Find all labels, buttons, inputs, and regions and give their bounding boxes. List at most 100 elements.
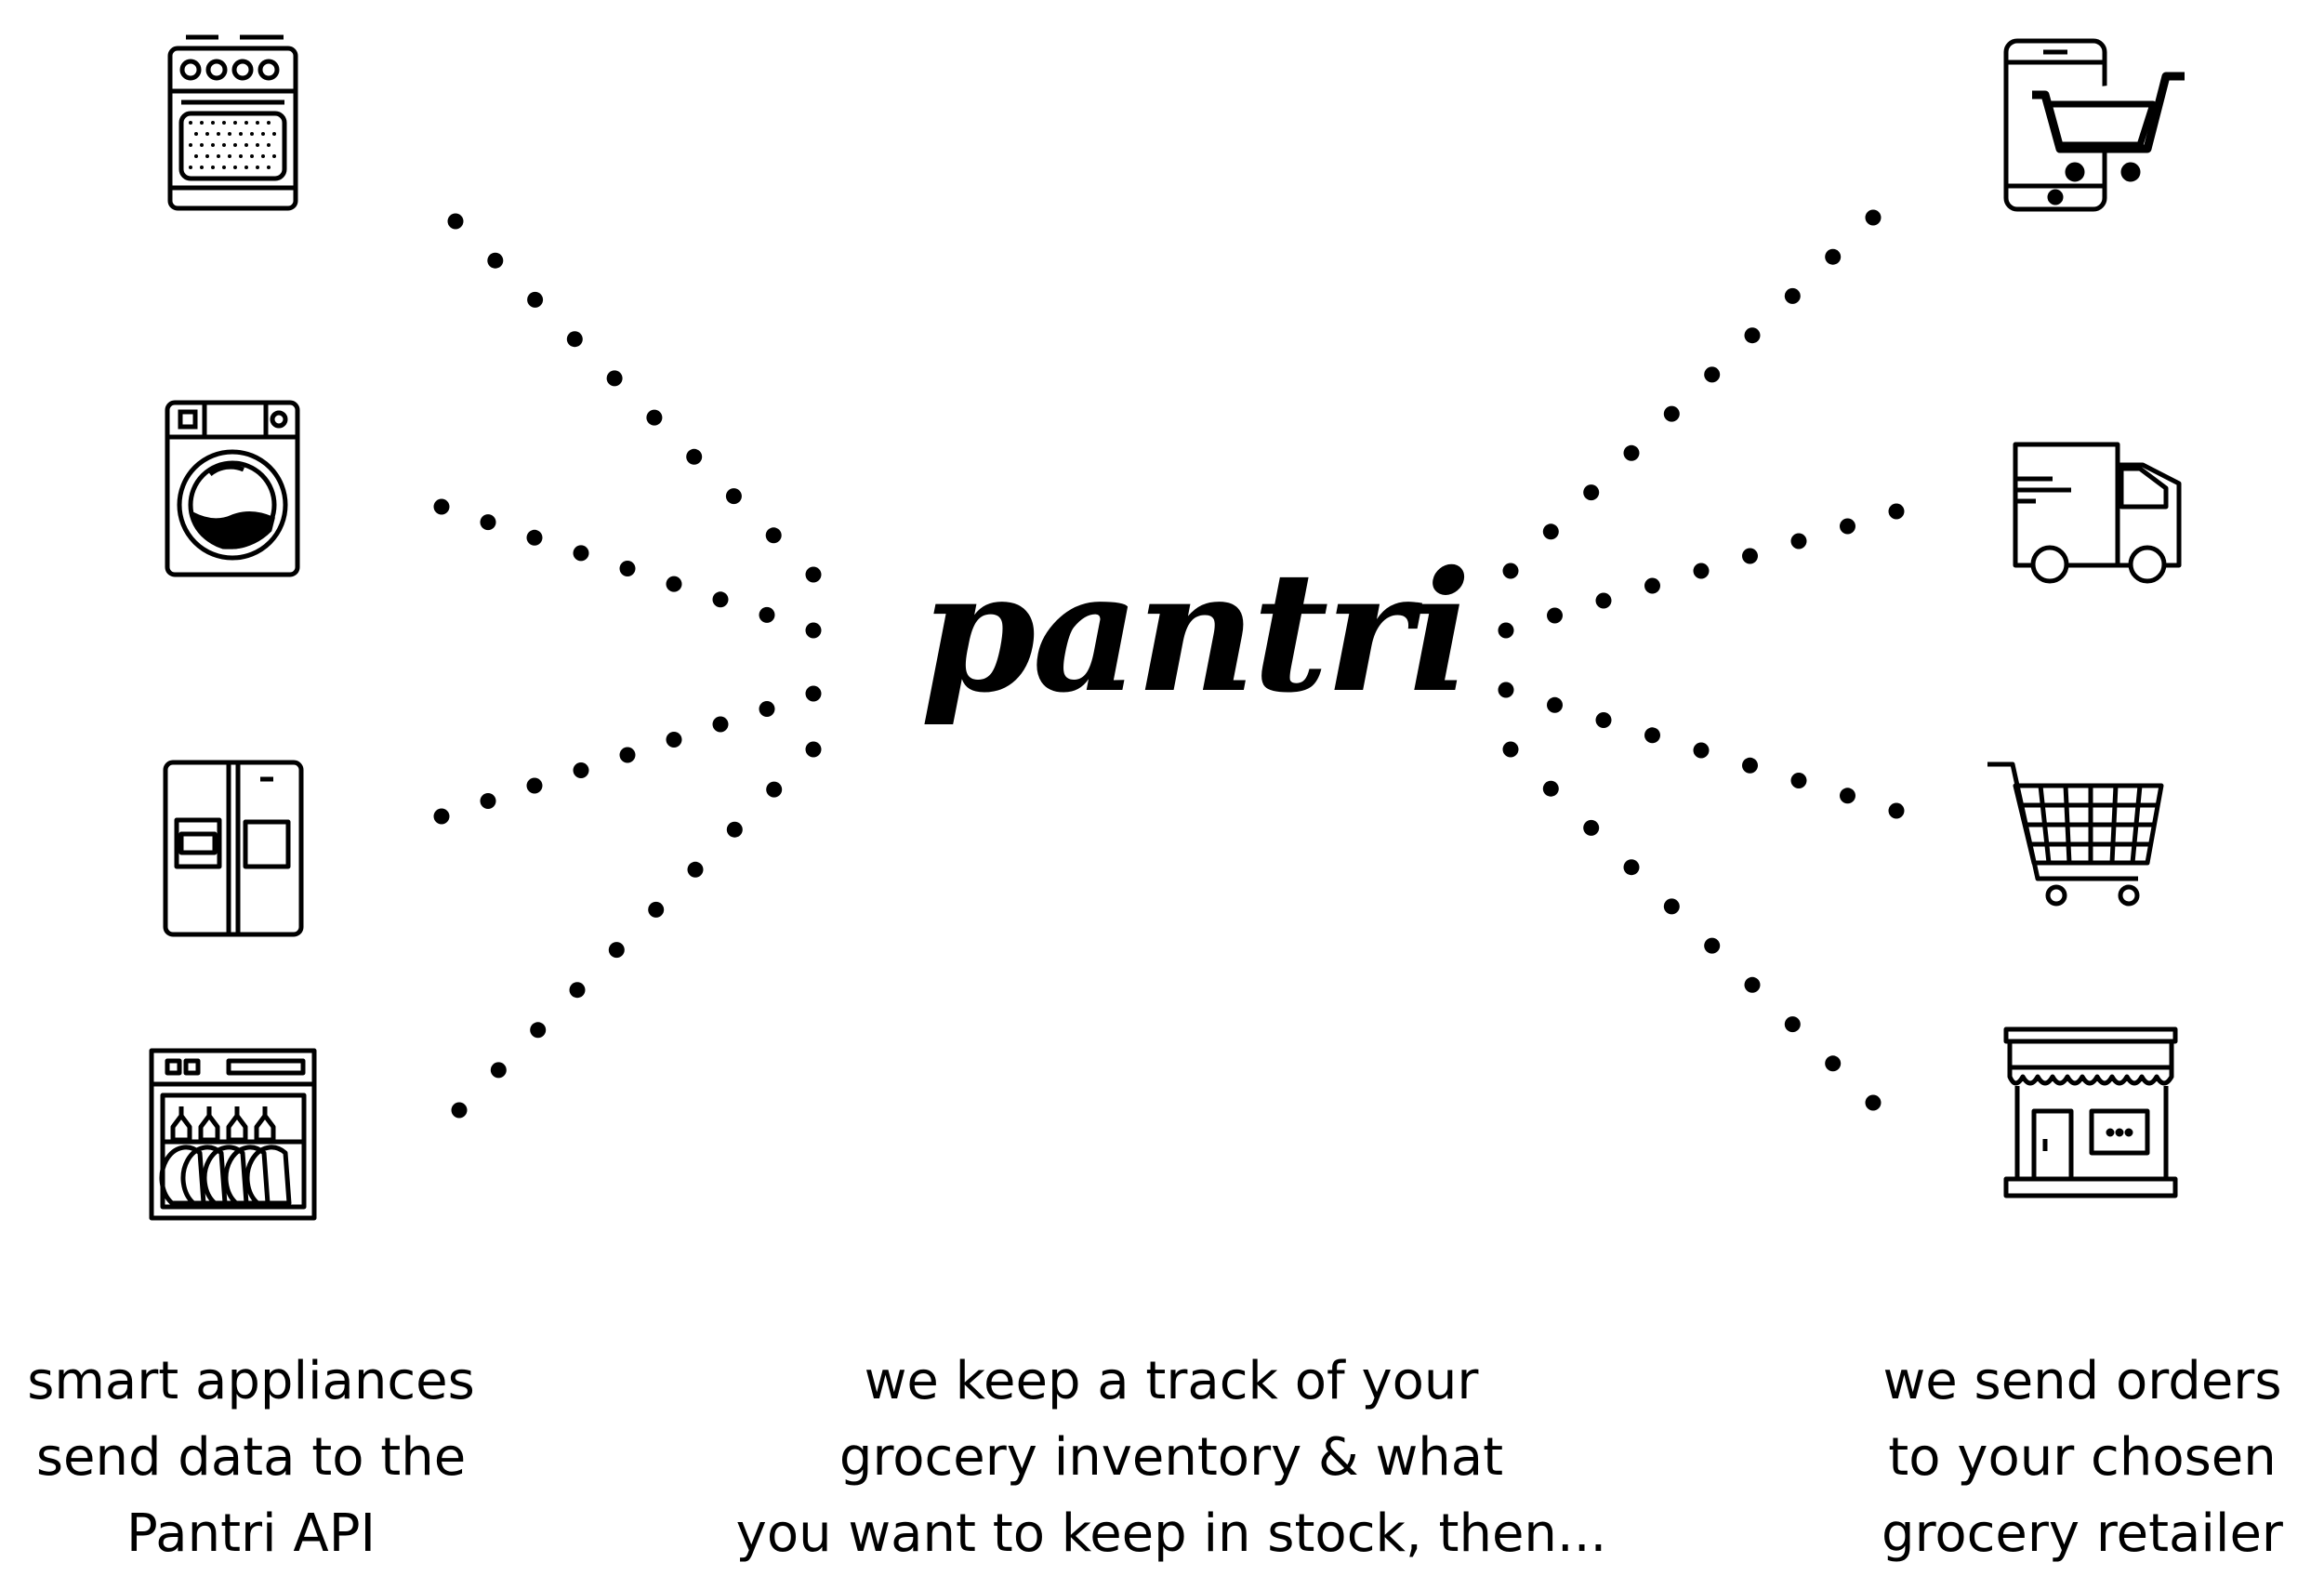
connector-dot	[526, 777, 543, 794]
sources-caption-line-3: Pantri API	[126, 1503, 376, 1564]
oven-window-dot	[211, 143, 215, 147]
destinations-caption: we send orders to your chosen grocery re…	[1859, 1344, 2305, 1572]
connector-dot	[805, 566, 822, 583]
connector-dot	[569, 982, 586, 999]
connector-dot	[759, 701, 775, 717]
oven-window-dot	[233, 166, 237, 169]
connector-dot	[805, 622, 822, 639]
connector-dot	[619, 561, 636, 576]
connector-dot	[725, 488, 742, 505]
oven-window-dot	[194, 132, 198, 136]
oven-window-dot	[256, 166, 259, 169]
oven-window-dot	[189, 166, 192, 169]
connector-dot	[1542, 523, 1559, 540]
center-caption-line-1: we keep a track of your	[864, 1351, 1479, 1411]
connector-dot	[1498, 682, 1514, 698]
oven-window-dot	[261, 132, 265, 136]
connector-dot	[1663, 898, 1680, 915]
washing-machine-icon	[165, 400, 300, 577]
oven-window-dot	[211, 121, 215, 125]
oven-window-dot	[256, 121, 259, 125]
connector-dot	[666, 732, 682, 748]
connector-dot	[1825, 248, 1842, 265]
connector-dot	[1644, 727, 1660, 744]
oven-window-dot	[239, 154, 243, 158]
connector-dot	[1644, 577, 1660, 594]
oven-window-dot	[244, 121, 248, 125]
oven-window-dot	[272, 132, 276, 136]
oven-window-dot	[250, 132, 254, 136]
oven-window-dot	[211, 166, 215, 169]
oven-window-dot	[244, 166, 248, 169]
oven-window-dot	[228, 132, 231, 136]
center-caption-line-2: grocery inventory & what	[838, 1427, 1504, 1488]
oven-window-dot	[267, 121, 271, 125]
shopping-cart-icon	[1987, 761, 2164, 907]
destinations-caption-line-2: to your chosen	[1888, 1427, 2277, 1488]
oven-window-dot	[222, 121, 226, 125]
oven-window-dot	[217, 132, 220, 136]
connector-dot	[1547, 607, 1563, 624]
connector-dot	[1840, 518, 1855, 535]
connector-dot	[1744, 327, 1761, 344]
sources-caption: smart appliances send data to the Pantri…	[19, 1344, 483, 1572]
oven-window-dot	[189, 143, 192, 147]
oven-window-dot	[267, 166, 271, 169]
oven-window-dot	[256, 143, 259, 147]
connector-dot	[1704, 366, 1721, 383]
pantri-logo: pantri	[920, 535, 1472, 729]
connector-dot	[1583, 819, 1600, 836]
connector-dot	[530, 1022, 547, 1039]
connector-dot	[766, 781, 783, 798]
connector-dot	[433, 808, 450, 825]
oven-window-dot	[217, 154, 220, 158]
sources-caption-line-2: send data to the	[35, 1427, 467, 1488]
connector-dot	[1704, 937, 1721, 954]
oven-window-dot	[239, 132, 243, 136]
connector-dot	[1623, 444, 1640, 461]
connector-dot	[1888, 503, 1905, 520]
connector-dot	[573, 545, 589, 562]
connector-dot	[712, 591, 729, 608]
destinations-caption-line-1: we send orders	[1882, 1351, 2282, 1411]
delivery-truck-icon	[2013, 442, 2182, 584]
connector-dot	[648, 901, 665, 918]
connector-dot	[1888, 802, 1905, 819]
connector-dot	[1693, 742, 1710, 759]
connector-dots	[433, 209, 1905, 1119]
oven-window-dot	[250, 154, 254, 158]
connector-dot	[1865, 1094, 1882, 1111]
oven-icon	[167, 34, 298, 211]
connector-dot	[759, 606, 775, 623]
oven-window-dot	[233, 121, 237, 125]
destinations-caption-line-3: grocery retailer	[1882, 1503, 2283, 1564]
connector-dot	[1542, 780, 1559, 797]
oven-window-dot	[205, 154, 209, 158]
sources-caption-line-1: smart appliances	[27, 1351, 475, 1411]
dishwasher-icon	[149, 1048, 317, 1221]
oven-window-dot	[233, 143, 237, 147]
connector-dot	[1623, 859, 1640, 876]
center-caption: we keep a track of your grocery inventor…	[706, 1344, 1636, 1572]
oven-window-dot	[194, 154, 198, 158]
oven-window-dot	[200, 121, 204, 125]
connector-dot	[687, 861, 704, 878]
connector-dot	[487, 252, 504, 269]
connector-dot	[1502, 563, 1519, 579]
connector-dot	[451, 1102, 468, 1119]
oven-window-dot	[267, 143, 271, 147]
connector-dot	[1790, 533, 1807, 550]
connector-dot	[1498, 622, 1514, 639]
connector-dot	[1784, 287, 1801, 304]
connector-dot	[686, 448, 703, 465]
connector-dot	[1693, 563, 1710, 579]
connector-dot	[1547, 696, 1563, 713]
connector-dot	[480, 514, 496, 531]
connector-dot	[480, 793, 496, 809]
connector-dot	[1784, 1016, 1801, 1033]
connector-dot	[1595, 592, 1612, 609]
connector-dot	[805, 685, 822, 702]
connector-dot	[646, 409, 663, 426]
connector-dot	[433, 498, 450, 515]
